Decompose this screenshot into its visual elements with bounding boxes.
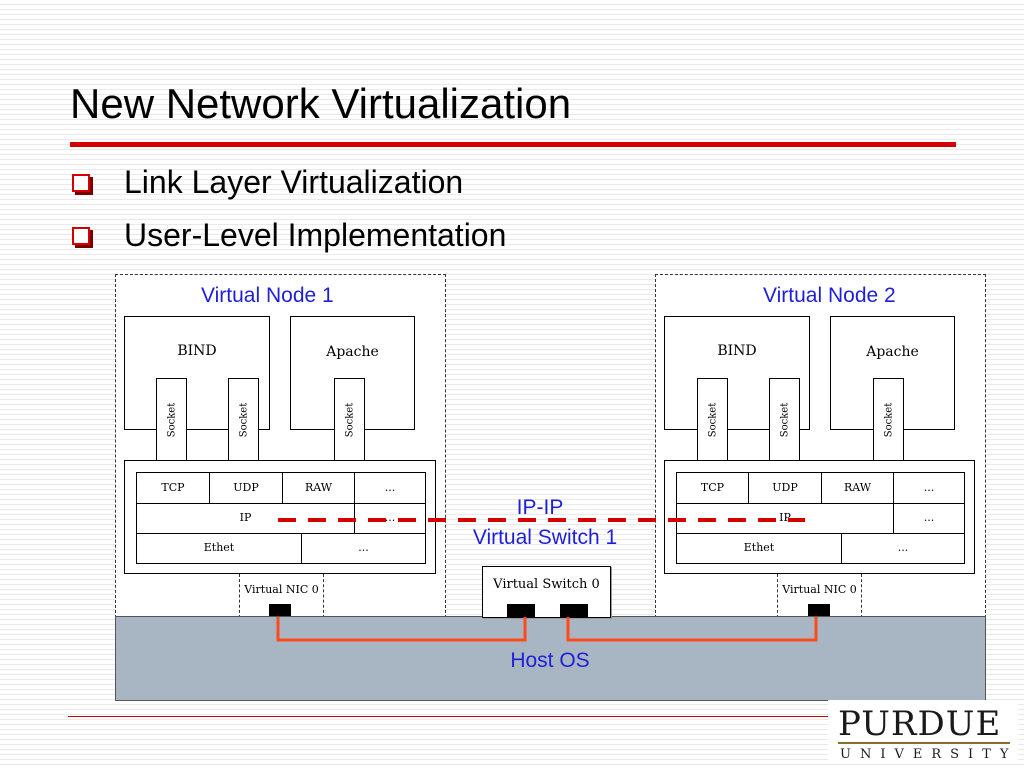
virtual-switch-1-label: Virtual Switch 1 xyxy=(472,526,618,549)
tcp-cell: TCP xyxy=(677,473,749,504)
wire-node1-to-switch xyxy=(276,617,527,642)
host-os-label: Host OS xyxy=(510,649,590,672)
switch-port-right xyxy=(560,604,588,617)
bullet-text: Link Layer Virtualization xyxy=(124,164,464,200)
network-more-cell: ... xyxy=(355,504,425,534)
purdue-logo-name: PURDUE xyxy=(838,704,1002,744)
network-more-cell: ... xyxy=(894,504,964,534)
tcp-cell: TCP xyxy=(137,473,210,504)
host-os-box xyxy=(115,616,986,701)
socket-box: Socket xyxy=(156,378,187,462)
footer-rule xyxy=(68,716,828,717)
virtual-node-1-label: Virtual Node 1 xyxy=(201,284,334,307)
udp-cell: UDP xyxy=(749,473,822,504)
raw-cell: RAW xyxy=(283,473,355,504)
bind-app-label: BIND xyxy=(177,343,217,359)
protocol-grid: TCP UDP RAW ... IP ... Ethet ... xyxy=(676,472,965,564)
checkbox-bullet-icon xyxy=(72,173,90,192)
purdue-logo: PURDUE UNIVERSITY xyxy=(828,700,1018,764)
logo-rule xyxy=(838,742,1010,744)
ethernet-cell: Ethet xyxy=(137,534,302,563)
slide-title: New Network Virtualization xyxy=(70,80,572,127)
nic-port xyxy=(808,604,830,617)
checkbox-bullet-icon xyxy=(72,226,90,245)
link-more-cell: ... xyxy=(358,541,369,554)
ethernet-cell: Ethet xyxy=(677,534,842,563)
switch-port-left xyxy=(507,604,535,617)
virtual-nic-label: Virtual NIC 0 xyxy=(244,583,319,596)
udp-cell: UDP xyxy=(210,473,283,504)
virtual-switch-0-box xyxy=(482,566,611,618)
socket-box: Socket xyxy=(228,378,259,462)
nic-port xyxy=(269,604,291,617)
bullet-item: User-Level Implementation xyxy=(70,217,506,254)
virtual-node-2-label: Virtual Node 2 xyxy=(763,284,896,307)
virtual-nic-label: Virtual NIC 0 xyxy=(782,583,857,596)
bind-app-label: BIND xyxy=(717,343,757,359)
link-more-cell: ... xyxy=(897,541,909,554)
transport-more-cell: ... xyxy=(355,473,425,504)
virtual-switch-0-label: Virtual Switch 0 xyxy=(493,577,600,592)
wire-switch-to-node2 xyxy=(566,617,818,642)
socket-box: Socket xyxy=(697,378,728,462)
bullet-text: User-Level Implementation xyxy=(124,217,507,253)
purdue-logo-sub: UNIVERSITY xyxy=(840,747,1018,762)
apache-app-label: Apache xyxy=(326,344,379,360)
ip-cell: IP xyxy=(677,504,894,534)
ip-ip-label: IP-IP xyxy=(516,496,564,519)
network-stack: TCP UDP RAW ... IP ... Ethet ... xyxy=(664,460,975,574)
title-underline xyxy=(70,142,956,147)
apache-app-label: Apache xyxy=(866,344,919,360)
raw-cell: RAW xyxy=(822,473,894,504)
transport-more-cell: ... xyxy=(894,473,964,504)
socket-box: Socket xyxy=(769,378,800,462)
bullet-item: Link Layer Virtualization xyxy=(70,164,463,201)
